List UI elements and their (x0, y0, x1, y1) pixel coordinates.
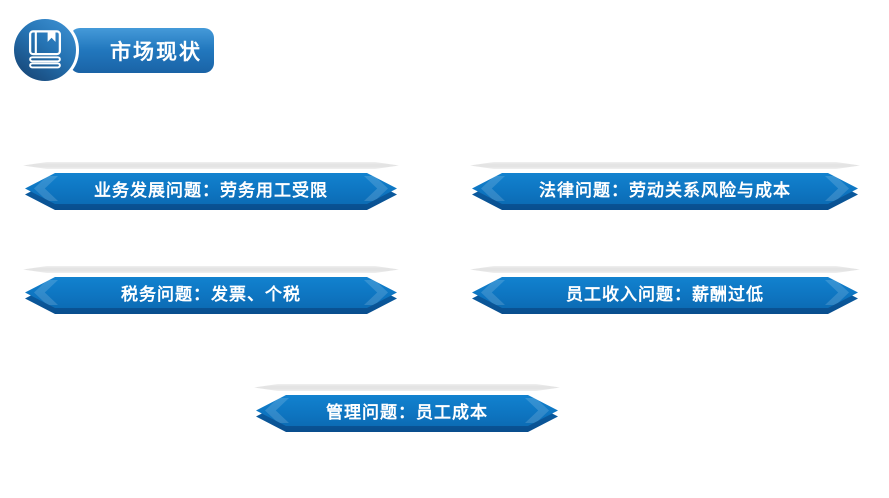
banner-body: 业务发展问题：劳务用工受限 (25, 173, 397, 204)
problem-banner-business-development: 业务发展问题：劳务用工受限 (25, 173, 397, 204)
book-icon (24, 27, 66, 74)
banner-body: 法律问题：劳动关系风险与成本 (472, 173, 858, 204)
banner-shadow (23, 162, 399, 169)
problem-banner-employee-income: 员工收入问题：薪酬过低 (472, 277, 858, 308)
banner-body: 管理问题：员工成本 (256, 395, 558, 426)
section-header-banner: 市场现状 (70, 28, 214, 73)
problem-banner-tax: 税务问题：发票、个税 (25, 277, 397, 308)
banner-label: 税务问题：发票、个税 (121, 285, 301, 304)
banner-shadow (254, 384, 560, 391)
banner-shadow (470, 266, 860, 273)
banner-shadow (470, 162, 860, 169)
problem-banner-management: 管理问题：员工成本 (256, 395, 558, 426)
banner-label: 员工收入问题：薪酬过低 (566, 285, 764, 304)
banner-label: 管理问题：员工成本 (326, 403, 488, 422)
page-title: 市场现状 (110, 40, 202, 64)
banner-body: 税务问题：发票、个税 (25, 277, 397, 308)
banner-label: 法律问题：劳动关系风险与成本 (539, 181, 791, 200)
problem-banner-legal: 法律问题：劳动关系风险与成本 (472, 173, 858, 204)
banner-shadow (23, 266, 399, 273)
banner-body: 员工收入问题：薪酬过低 (472, 277, 858, 308)
banner-label: 业务发展问题：劳务用工受限 (94, 181, 328, 200)
header-icon-badge (11, 16, 79, 84)
